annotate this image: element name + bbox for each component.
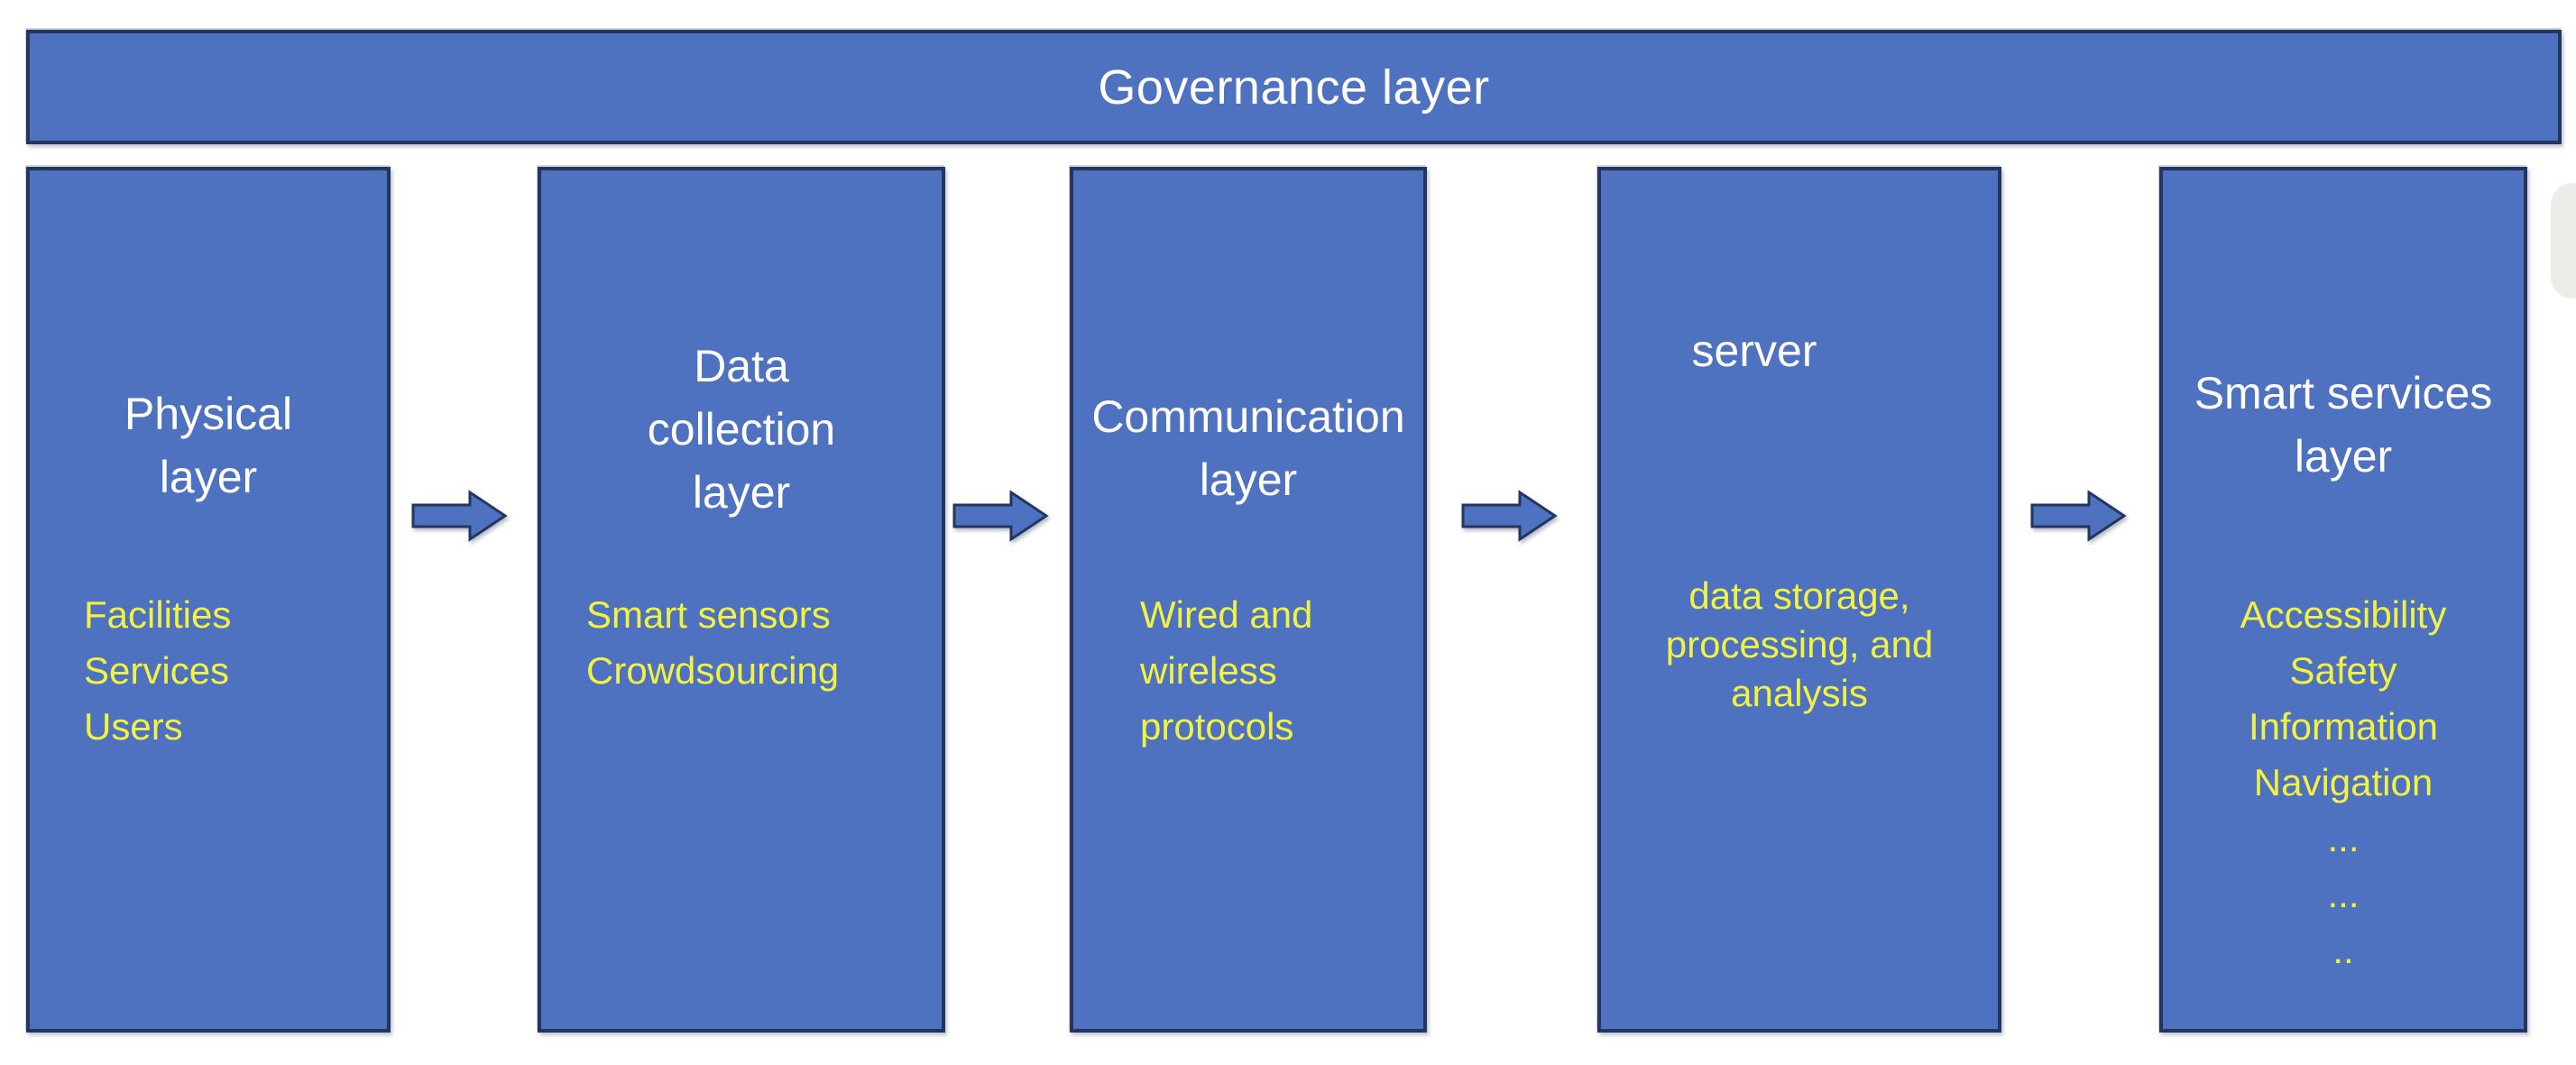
layer-title: Smart services layer [2194, 368, 2493, 482]
flow-arrow-right-icon [2030, 490, 2127, 542]
layer-item: Services [84, 649, 230, 692]
layer-items: data storage, processing, and analysis [1601, 572, 1998, 718]
clipped-rounded-shape [2551, 183, 2576, 298]
layer-item: Navigation [2253, 761, 2433, 803]
layer-items: Wired and wireless protocols [1140, 587, 1411, 755]
layer-item: Facilities [84, 593, 232, 636]
layer-item: Smart sensors [586, 593, 831, 636]
layer-box-server: server data storage, processing, and ana… [1597, 167, 2001, 1033]
flow-arrow-right-icon [952, 490, 1049, 542]
layer-title: server [1691, 326, 1817, 376]
layer-box-smart-services: Smart services layer Accessibility Safet… [2159, 167, 2527, 1033]
layer-items: Facilities Services Users [84, 587, 231, 755]
layer-item: Wired and wireless protocols [1140, 593, 1313, 748]
layer-box-physical: Physical layer Facilities Services Users [26, 167, 391, 1033]
layer-item: .. [2332, 929, 2354, 971]
governance-layer-bar: Governance layer [26, 30, 2562, 144]
layer-title: Data collection layer [647, 341, 836, 518]
flow-arrow-right-icon [411, 490, 508, 542]
layer-items: Accessibility Safety Information Navigat… [2163, 587, 2524, 978]
layer-item: ... [2327, 873, 2360, 915]
layer-item: Users [84, 705, 183, 748]
governance-layer-label: Governance layer [1098, 60, 1490, 115]
layer-title: Communication layer [1091, 391, 1405, 505]
layer-item: Crowdsourcing [586, 649, 840, 692]
layer-item: Accessibility [2240, 593, 2447, 636]
flow-arrow-right-icon [1461, 490, 1558, 542]
layer-item: Safety [2289, 649, 2397, 692]
layer-item: data storage, processing, and analysis [1665, 574, 1934, 714]
layer-item: ... [2327, 817, 2360, 859]
layer-box-communication: Communication layer Wired and wireless p… [1070, 167, 1427, 1033]
layer-box-data-collection: Data collection layer Smart sensors Crow… [538, 167, 945, 1033]
layer-items: Smart sensors Crowdsourcing [586, 587, 839, 699]
layer-title: Physical layer [124, 389, 293, 502]
layer-item: Information [2248, 705, 2439, 748]
